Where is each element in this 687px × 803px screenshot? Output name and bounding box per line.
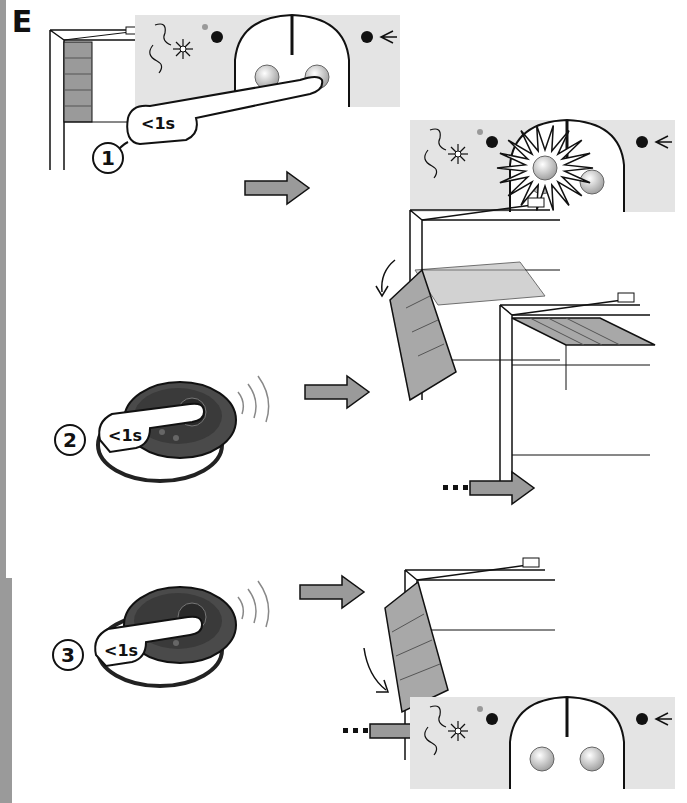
panel-letter: E xyxy=(12,7,33,37)
duration-label: <1s xyxy=(108,428,142,444)
callout-number: 1 xyxy=(101,148,115,168)
duration-label: <1s xyxy=(104,643,138,659)
callout-number: 3 xyxy=(61,645,75,665)
callout-number: 2 xyxy=(63,430,77,450)
flash-burst xyxy=(497,126,593,211)
duration-label: <1s xyxy=(141,116,175,132)
